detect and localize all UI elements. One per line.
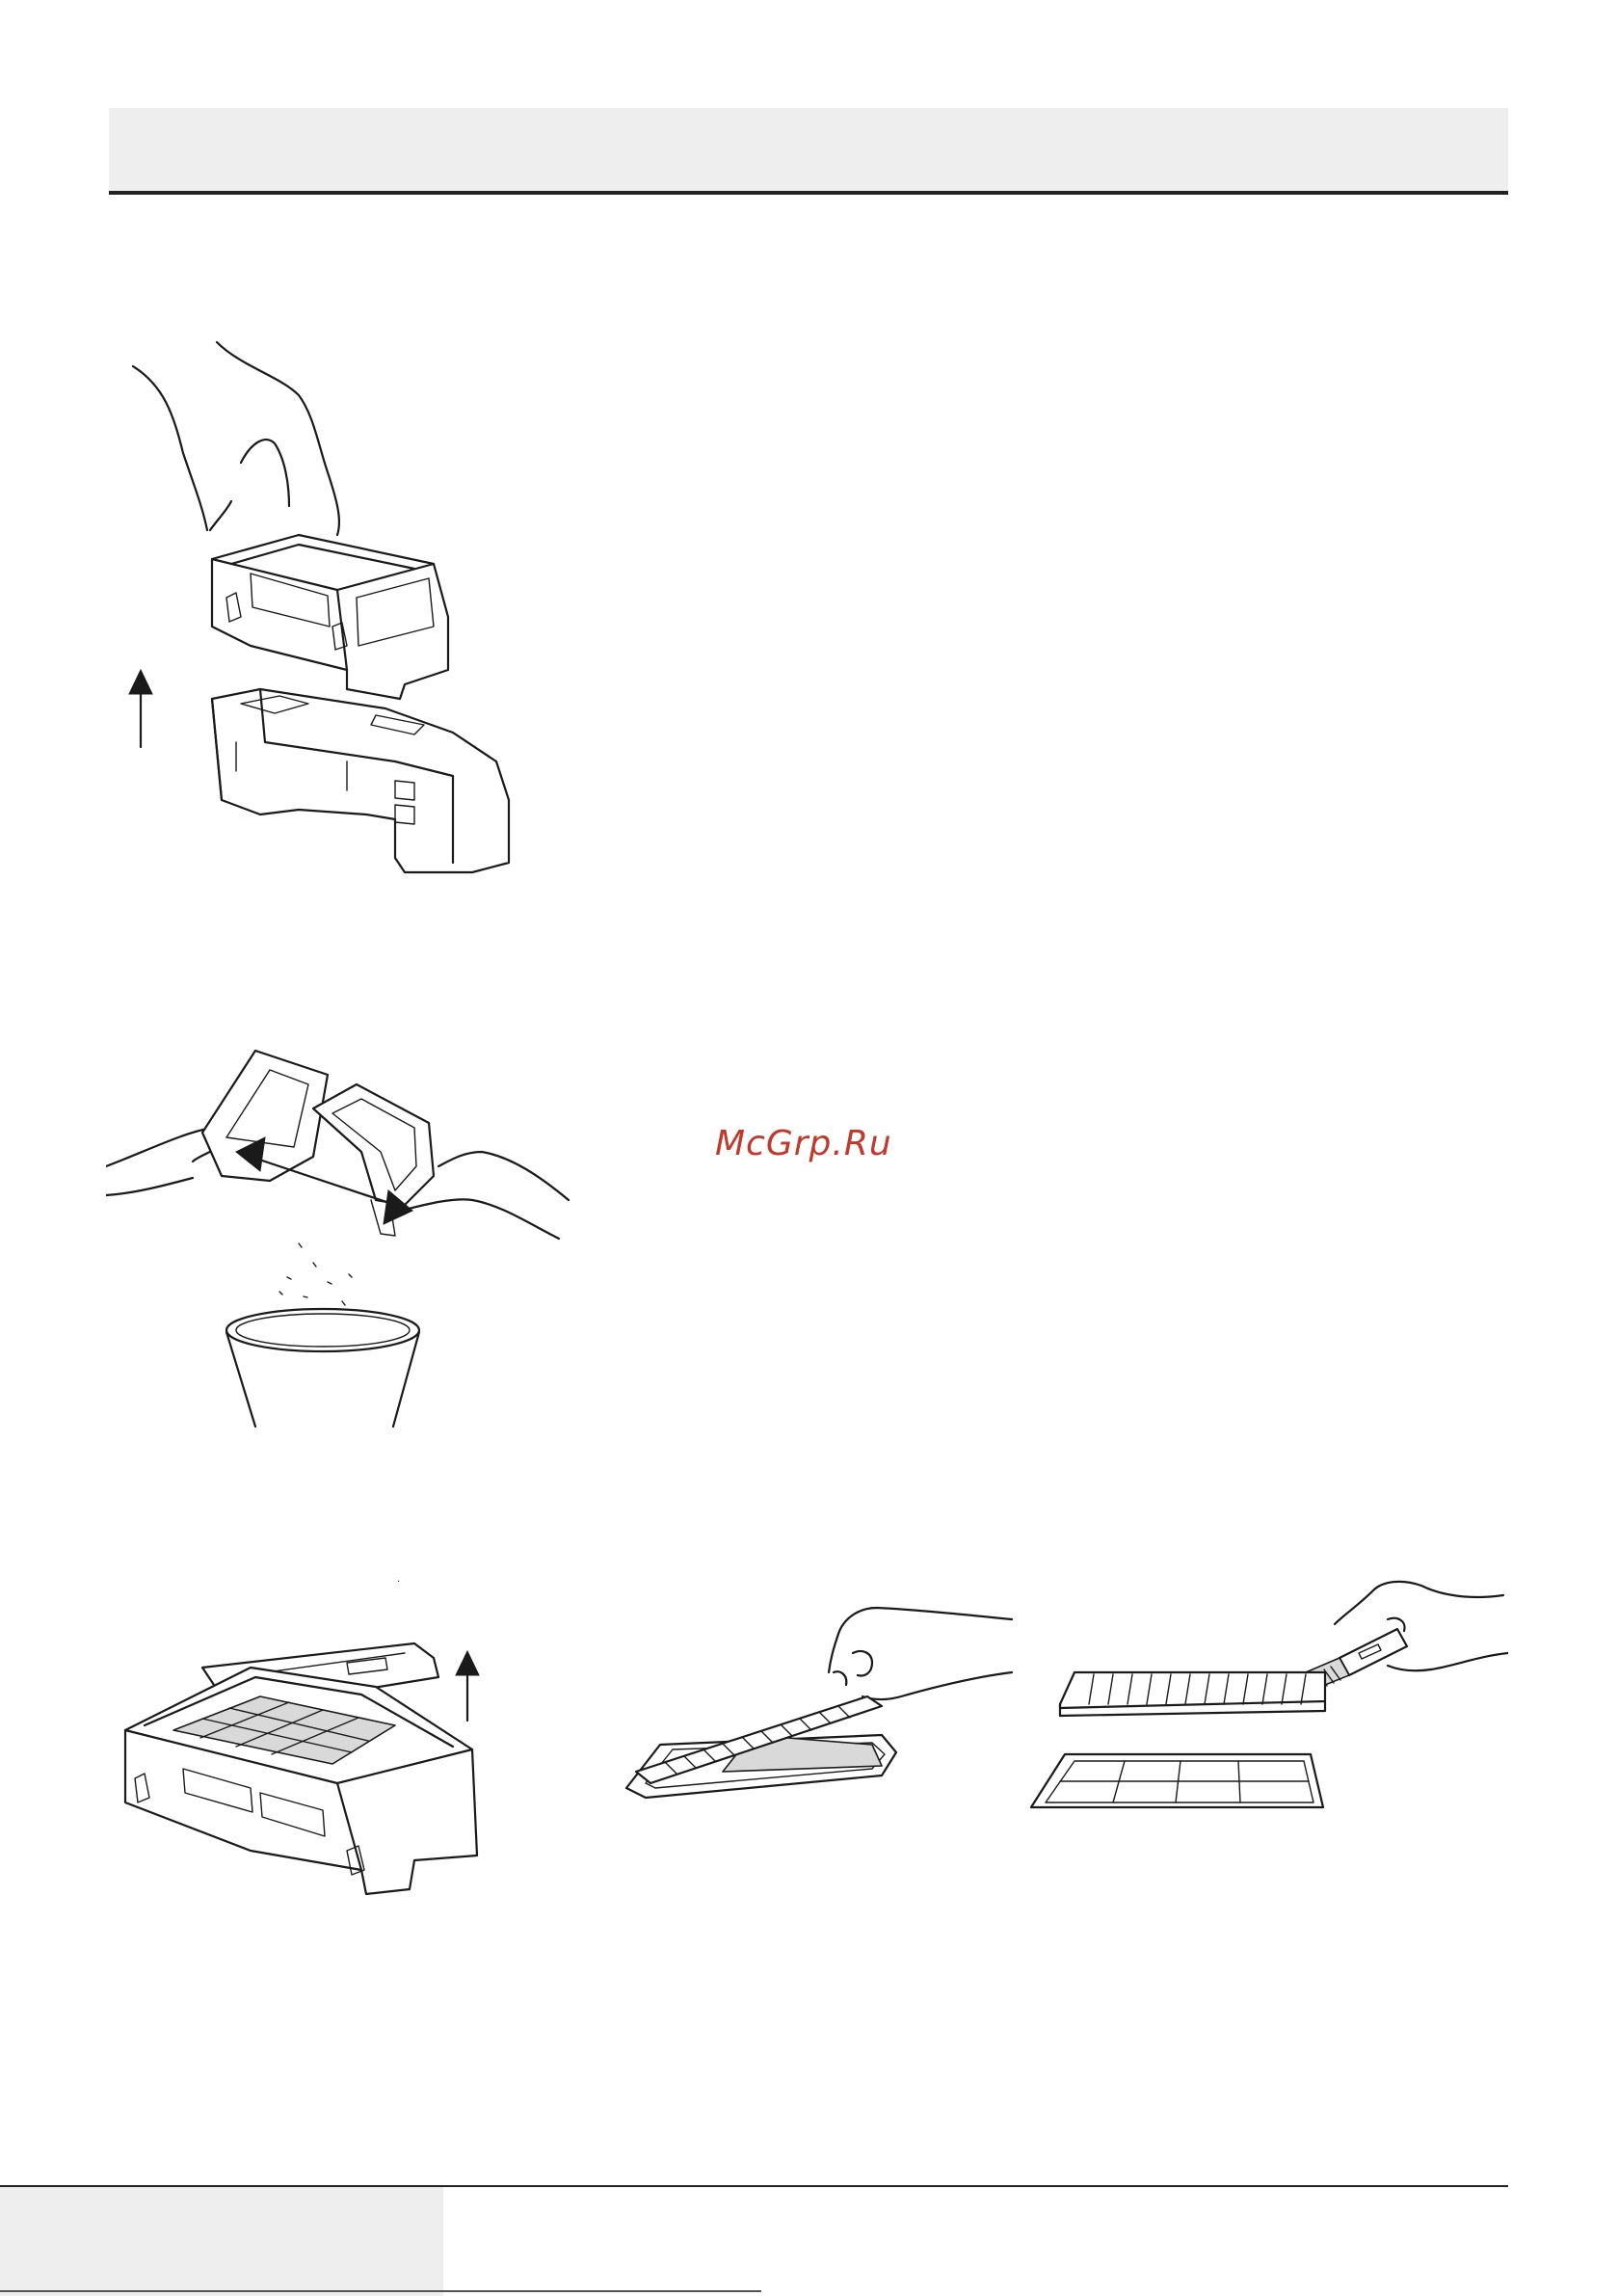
header-rule xyxy=(109,191,1508,195)
hand-removing-filter-icon xyxy=(607,1600,1021,1851)
footer-bottom-line xyxy=(0,2290,761,2292)
footer-block xyxy=(0,2187,443,2296)
watermark-text: McGrp.Ru xyxy=(715,1124,892,1163)
header-band xyxy=(109,108,1508,193)
svg-text:·: · xyxy=(397,1577,400,1588)
hands-emptying-dust-box-icon xyxy=(106,1031,578,1436)
brush-cleaning-filter-icon xyxy=(1017,1562,1508,1870)
hand-lifting-dust-box-icon xyxy=(106,337,520,896)
dust-box-open-lid-icon: · xyxy=(106,1562,530,1937)
